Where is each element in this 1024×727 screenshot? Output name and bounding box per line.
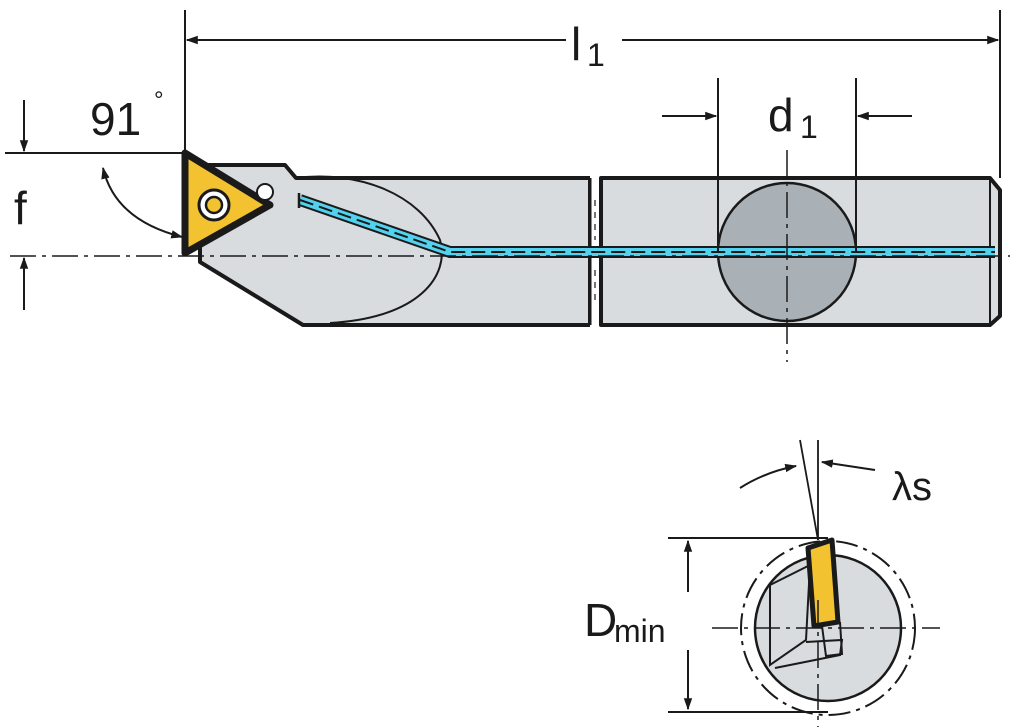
- lambda-arrow-left: [739, 463, 798, 489]
- f-label: f: [14, 182, 27, 234]
- l1-label-sub: 1: [587, 37, 605, 73]
- l1-label-main: l: [571, 18, 581, 70]
- angle-arc: [101, 166, 184, 239]
- head-transition-curve: [295, 175, 443, 324]
- angle-degree-sign: °: [154, 87, 164, 114]
- angle-label: 91: [90, 93, 141, 145]
- lambda-arrow-right: [820, 459, 876, 471]
- d1-label-sub: 1: [800, 109, 818, 145]
- coolant-channel: [297, 193, 995, 258]
- d1-label-main: d: [768, 89, 794, 141]
- lambda-s-label: λs: [892, 465, 932, 509]
- side-view: [10, 149, 1010, 362]
- dmin-label-sub: min: [614, 613, 666, 649]
- dmin-label-main: D: [584, 594, 617, 646]
- dimension-lines: [5, 10, 1001, 310]
- end-view: [668, 439, 940, 727]
- end-view-insert: [805, 537, 841, 629]
